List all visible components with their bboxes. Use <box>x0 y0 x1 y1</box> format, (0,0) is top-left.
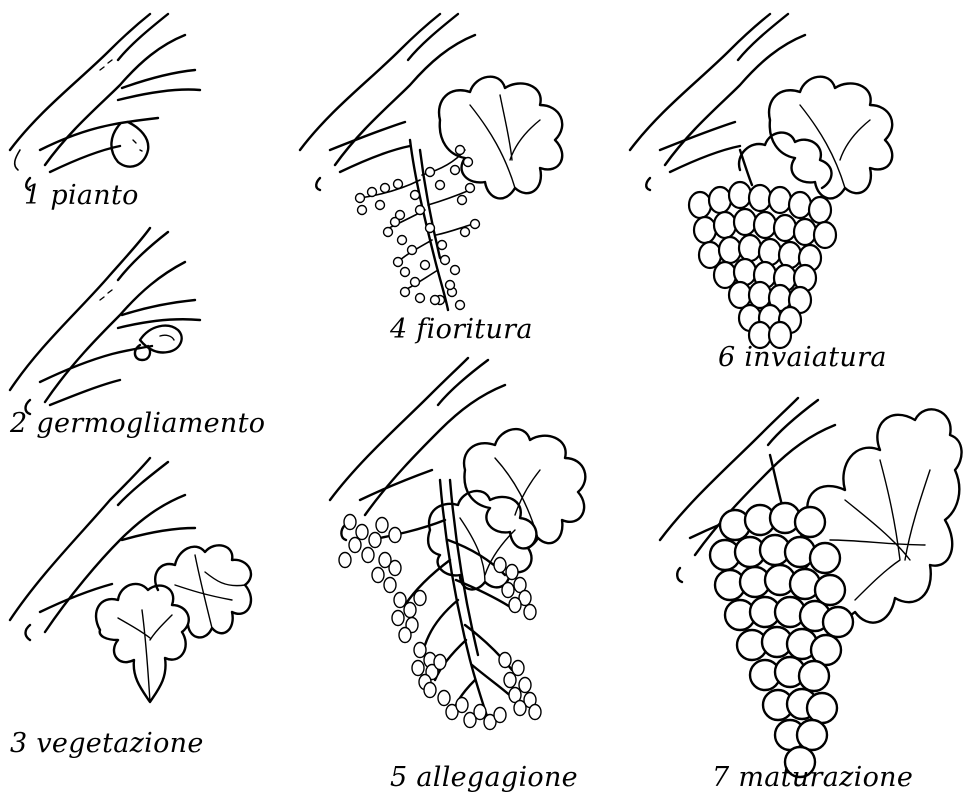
stage-2-label: 2 germogliamento <box>10 410 265 437</box>
stage-3-label: 3 vegetazione <box>10 730 204 757</box>
stage-5-number: 5 <box>390 762 407 793</box>
stage-1-name: pianto <box>50 180 138 211</box>
stage-6-label: 6 invaiatura <box>718 344 887 371</box>
ripe-berries <box>710 503 853 777</box>
stage-2-name: germogliamento <box>36 408 265 439</box>
stage-2-number: 2 <box>10 408 27 439</box>
stage-1-label: 1 pianto <box>24 182 139 209</box>
stage-7-number: 7 <box>712 762 729 793</box>
stage-7-name: maturazione <box>738 762 913 793</box>
stage-5-label: 5 allegagione <box>390 764 578 791</box>
stage-6-name: invaiatura <box>744 342 886 373</box>
stage-3-number: 3 <box>10 728 27 759</box>
ripe-berry <box>799 661 829 691</box>
ripe-berry <box>823 607 853 637</box>
ripe-berry <box>810 543 840 573</box>
stage-6-number: 6 <box>718 342 735 373</box>
stage-7-label: 7 maturazione <box>712 764 913 791</box>
ripe-berry <box>795 507 825 537</box>
ripe-berry <box>797 720 827 750</box>
stage-1-number: 1 <box>24 180 41 211</box>
stage-4-name: fioritura <box>416 314 532 345</box>
stage-4-number: 4 <box>390 314 407 345</box>
stage-5-name: allegagione <box>416 762 578 793</box>
stage-3-name: vegetazione <box>36 728 203 759</box>
stage-7-stalk <box>770 455 782 505</box>
ripe-berry <box>807 693 837 723</box>
stage-4-label: 4 fioritura <box>390 316 533 343</box>
